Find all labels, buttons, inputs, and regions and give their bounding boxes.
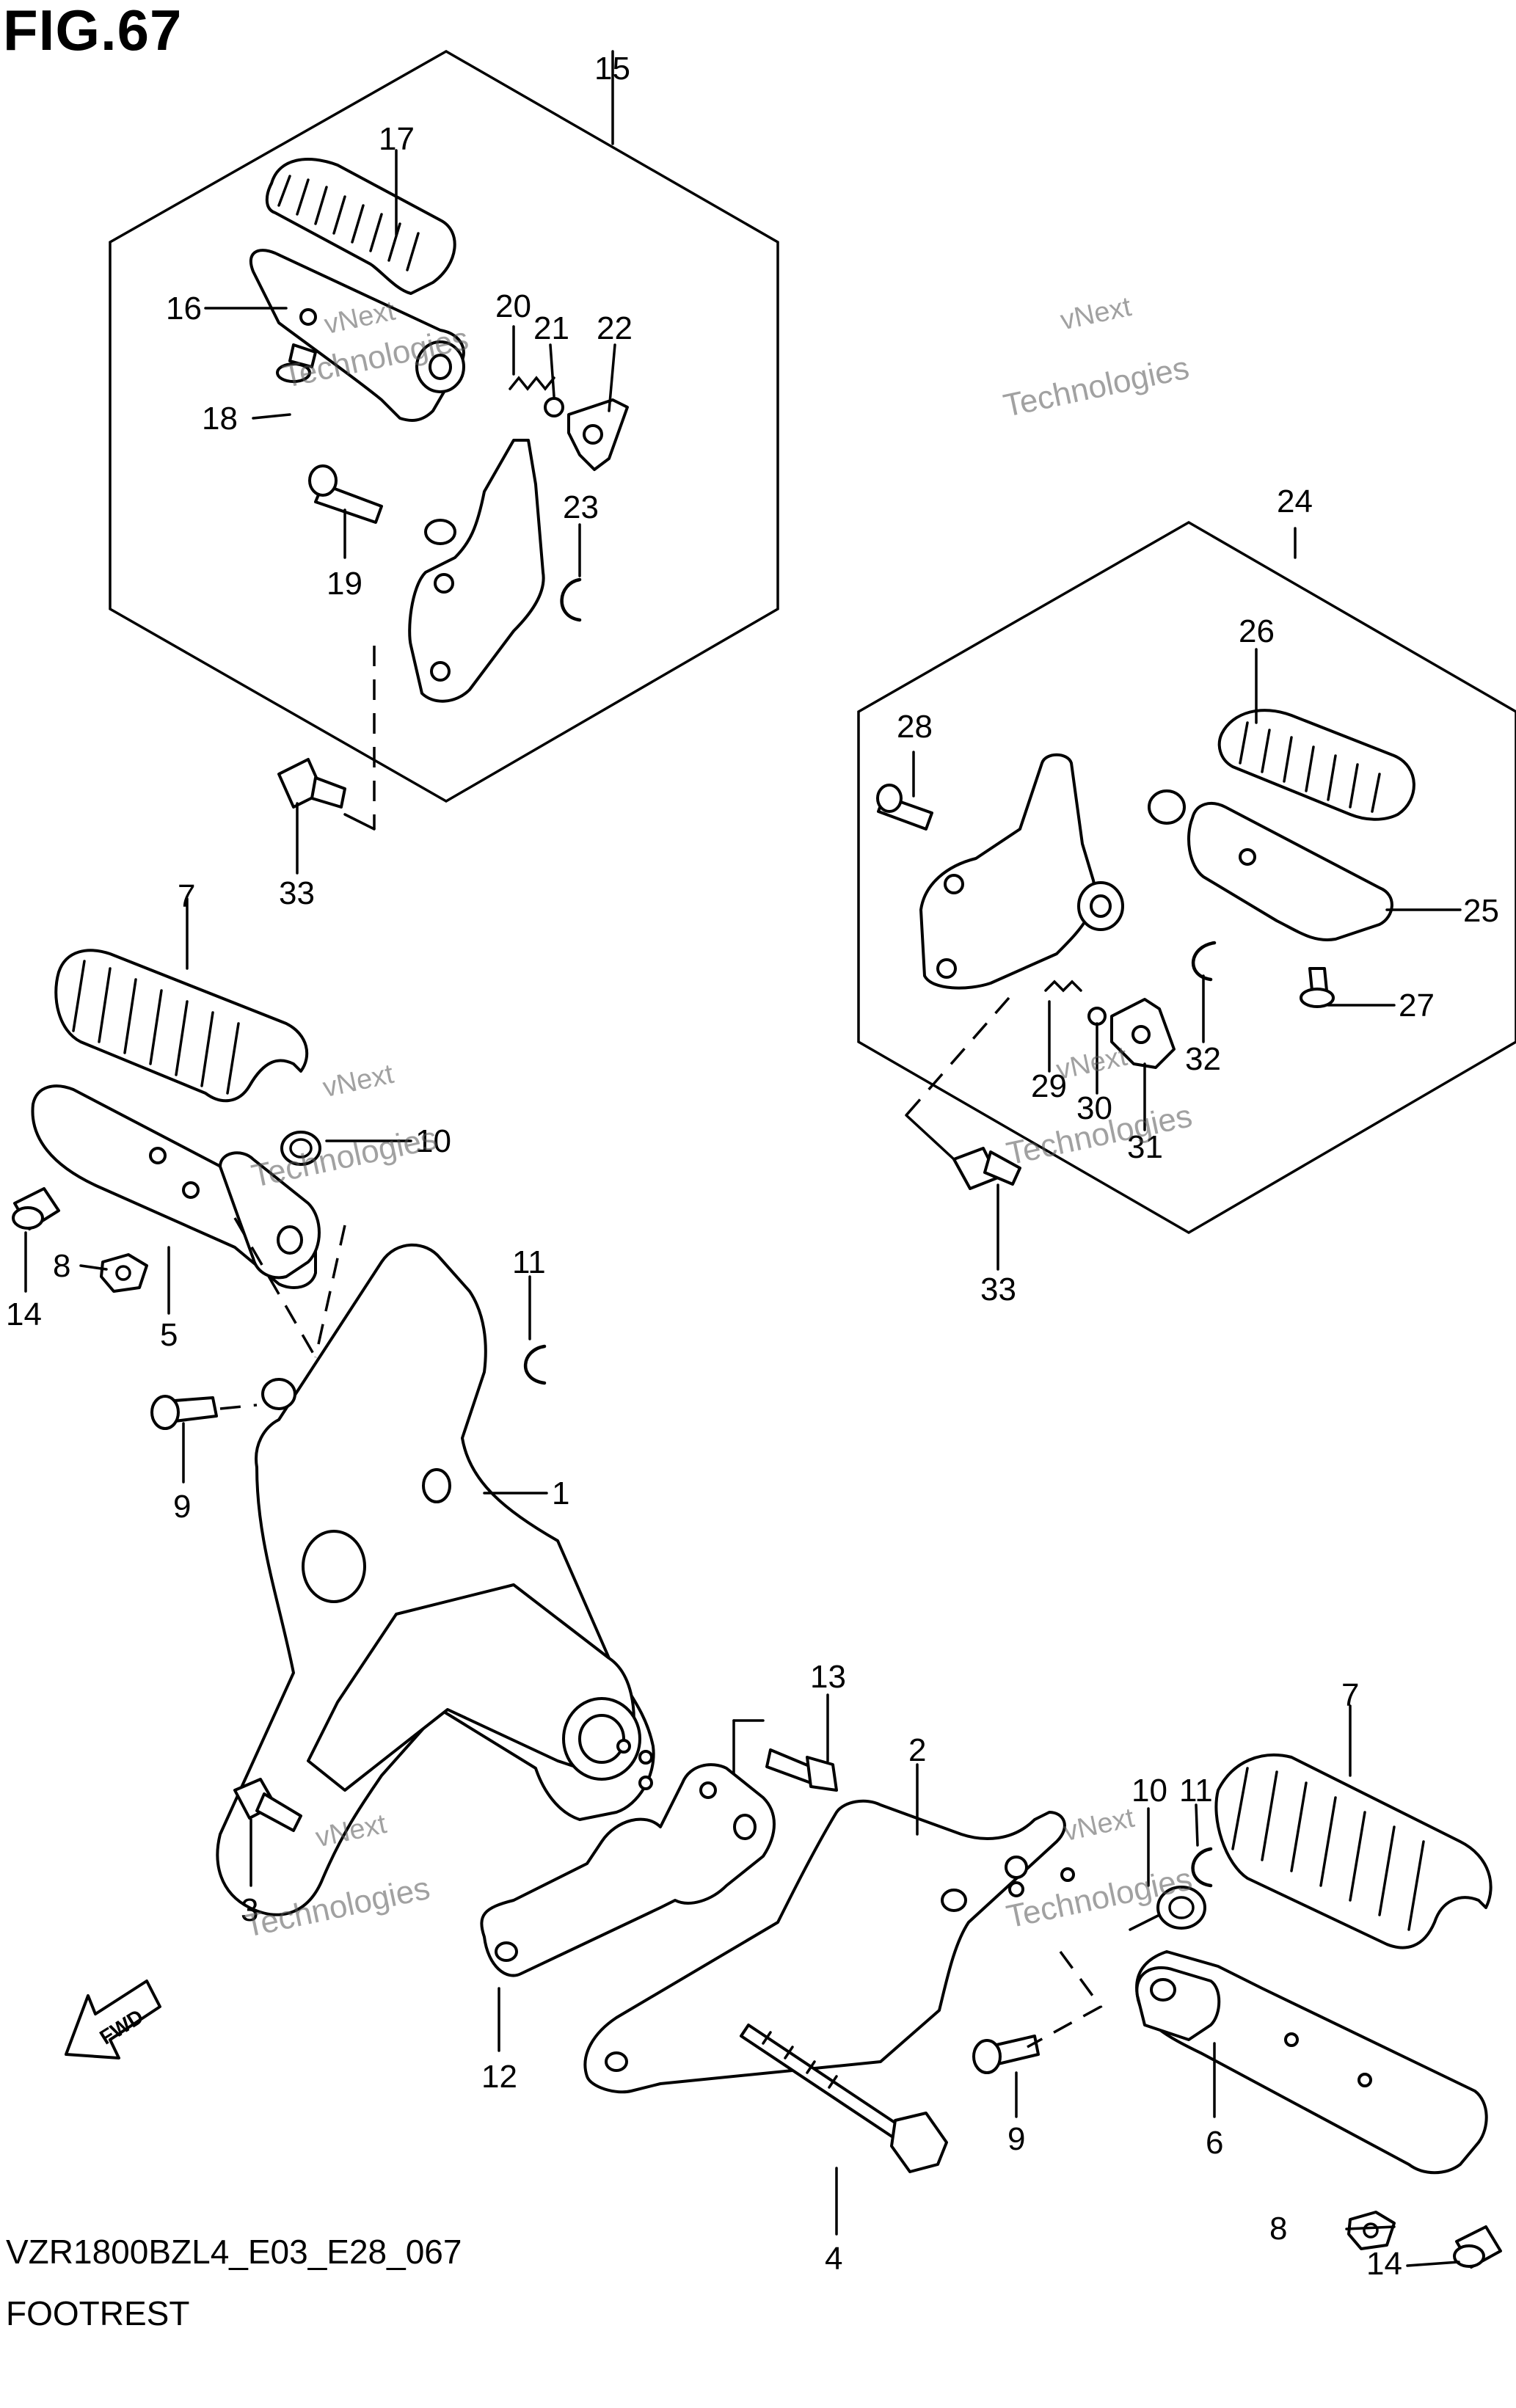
part-5-footpeg bbox=[31, 1084, 321, 1289]
callout-28: 28 bbox=[897, 709, 933, 745]
part-9-pivot-pin bbox=[150, 1395, 218, 1430]
part-7-footpeg-rubber bbox=[54, 949, 309, 1103]
part-20-spring bbox=[509, 376, 555, 391]
callout-15: 15 bbox=[594, 51, 630, 87]
callout-10b: 10 bbox=[1131, 1773, 1167, 1809]
part-6-footpeg bbox=[1135, 1950, 1488, 2175]
callout-29: 29 bbox=[1031, 1068, 1067, 1104]
callout-12: 12 bbox=[481, 2059, 517, 2095]
part-4-long-bolt bbox=[740, 2024, 948, 2173]
part-21-ball bbox=[544, 397, 564, 417]
part-25-footpeg-body bbox=[1187, 802, 1393, 941]
callout-3: 3 bbox=[241, 1892, 258, 1928]
callout-22: 22 bbox=[597, 310, 633, 346]
pivot-boss bbox=[1148, 789, 1186, 825]
part-14-rubber-stop-2 bbox=[1453, 2225, 1502, 2269]
callout-9b: 9 bbox=[1007, 2121, 1025, 2157]
svg-text:Technologies: Technologies bbox=[1000, 350, 1192, 424]
part-14-rubber-stop bbox=[12, 1187, 60, 1230]
part-33-bolt-2 bbox=[952, 1147, 1021, 1190]
figure-name: FOOTREST bbox=[6, 2294, 190, 2332]
assembly-line bbox=[233, 1217, 317, 1358]
assembly-line bbox=[1027, 1950, 1103, 2048]
callout-21: 21 bbox=[533, 310, 569, 346]
part-10-spring-2 bbox=[1129, 1886, 1206, 1931]
callout-17: 17 bbox=[379, 121, 415, 157]
assembly-line bbox=[219, 1404, 258, 1410]
callout-31: 31 bbox=[1127, 1129, 1163, 1165]
rider-footrest-bracket bbox=[408, 439, 545, 703]
callout-24: 24 bbox=[1277, 484, 1313, 519]
part-33-bolt bbox=[277, 758, 346, 809]
callout-8b: 8 bbox=[1269, 2211, 1287, 2247]
part-13-bolt bbox=[765, 1748, 838, 1792]
callout-8: 8 bbox=[53, 1248, 70, 1284]
svg-text:vNext: vNext bbox=[1054, 1041, 1130, 1086]
svg-text:Technologies: Technologies bbox=[249, 1120, 440, 1194]
forward-arrow-icon: FWD bbox=[65, 1980, 161, 2059]
part-28-pivot-pin bbox=[876, 784, 933, 831]
callout-19: 19 bbox=[327, 566, 362, 602]
callout-26: 26 bbox=[1239, 613, 1275, 649]
callout-2: 2 bbox=[908, 1732, 926, 1768]
svg-text:vNext: vNext bbox=[1058, 291, 1134, 336]
callout-4: 4 bbox=[825, 2241, 842, 2277]
part-16-footpeg-body bbox=[249, 249, 465, 422]
callout-labels: 1 2 3 4 5 6 7 7 8 8 9 9 10 10 11 11 12 1… bbox=[6, 51, 1499, 2282]
part-17-footpeg-rubber bbox=[265, 158, 456, 295]
part-27-screw bbox=[1300, 967, 1335, 1008]
figure-number: FIG.67 bbox=[3, 0, 183, 62]
callout-11: 11 bbox=[512, 1244, 546, 1280]
callout-10: 10 bbox=[415, 1123, 451, 1159]
callout-20: 20 bbox=[495, 288, 531, 324]
callout-7: 7 bbox=[178, 878, 195, 914]
part-9-pivot-pin-2 bbox=[972, 2035, 1040, 2074]
part-12-plate bbox=[480, 1763, 776, 1977]
assembly-line bbox=[905, 996, 1010, 1117]
callout-25: 25 bbox=[1463, 893, 1499, 929]
callout-16: 16 bbox=[166, 291, 202, 326]
part-1-main-bracket bbox=[216, 1243, 655, 1916]
callout-32: 32 bbox=[1185, 1041, 1221, 1077]
part-10-spring bbox=[280, 1131, 321, 1166]
callout-6: 6 bbox=[1206, 2125, 1223, 2161]
part-2-passenger-bracket bbox=[583, 1799, 1075, 2094]
callout-9: 9 bbox=[173, 1489, 191, 1525]
svg-text:vNext: vNext bbox=[1061, 1803, 1137, 1847]
assembly-outline-15 bbox=[109, 49, 779, 803]
part-18-screw bbox=[276, 343, 317, 383]
part-23-circlip bbox=[560, 577, 582, 622]
part-29-spring bbox=[1044, 979, 1082, 993]
callout-13: 13 bbox=[810, 1659, 846, 1695]
callout-27: 27 bbox=[1399, 988, 1435, 1024]
callout-33b: 33 bbox=[980, 1272, 1016, 1307]
part-32-circlip bbox=[1191, 941, 1217, 982]
svg-text:vNext: vNext bbox=[320, 1059, 396, 1103]
callout-5: 5 bbox=[160, 1317, 178, 1353]
leader-lines bbox=[24, 149, 1462, 2267]
part-11-circlip-2 bbox=[1191, 1847, 1213, 1888]
part-19-pivot-pin bbox=[308, 464, 383, 524]
callout-33: 33 bbox=[279, 875, 315, 911]
callout-30: 30 bbox=[1076, 1090, 1112, 1126]
callout-14: 14 bbox=[6, 1296, 42, 1332]
callout-14b: 14 bbox=[1366, 2246, 1402, 2282]
assembly-outline-24 bbox=[857, 520, 1516, 1235]
callout-1: 1 bbox=[552, 1475, 569, 1511]
callout-7b: 7 bbox=[1341, 1677, 1359, 1713]
passenger-footrest-bracket bbox=[919, 753, 1124, 990]
part-8-nut bbox=[100, 1253, 148, 1293]
part-3-bolt bbox=[233, 1778, 302, 1832]
part-8-nut-2 bbox=[1347, 2211, 1396, 2250]
part-26-footpeg-rubber bbox=[1217, 709, 1415, 821]
assembly-line bbox=[314, 1225, 346, 1358]
callout-23: 23 bbox=[563, 489, 599, 525]
part-7-footpeg-rubber-2 bbox=[1214, 1754, 1493, 1949]
model-code: VZR1800BZL4_E03_E28_067 bbox=[6, 2233, 462, 2271]
part-30-ball bbox=[1087, 1007, 1107, 1026]
callout-18: 18 bbox=[202, 401, 238, 437]
part-11-circlip bbox=[523, 1344, 547, 1385]
callout-11b: 11 bbox=[1179, 1773, 1213, 1809]
